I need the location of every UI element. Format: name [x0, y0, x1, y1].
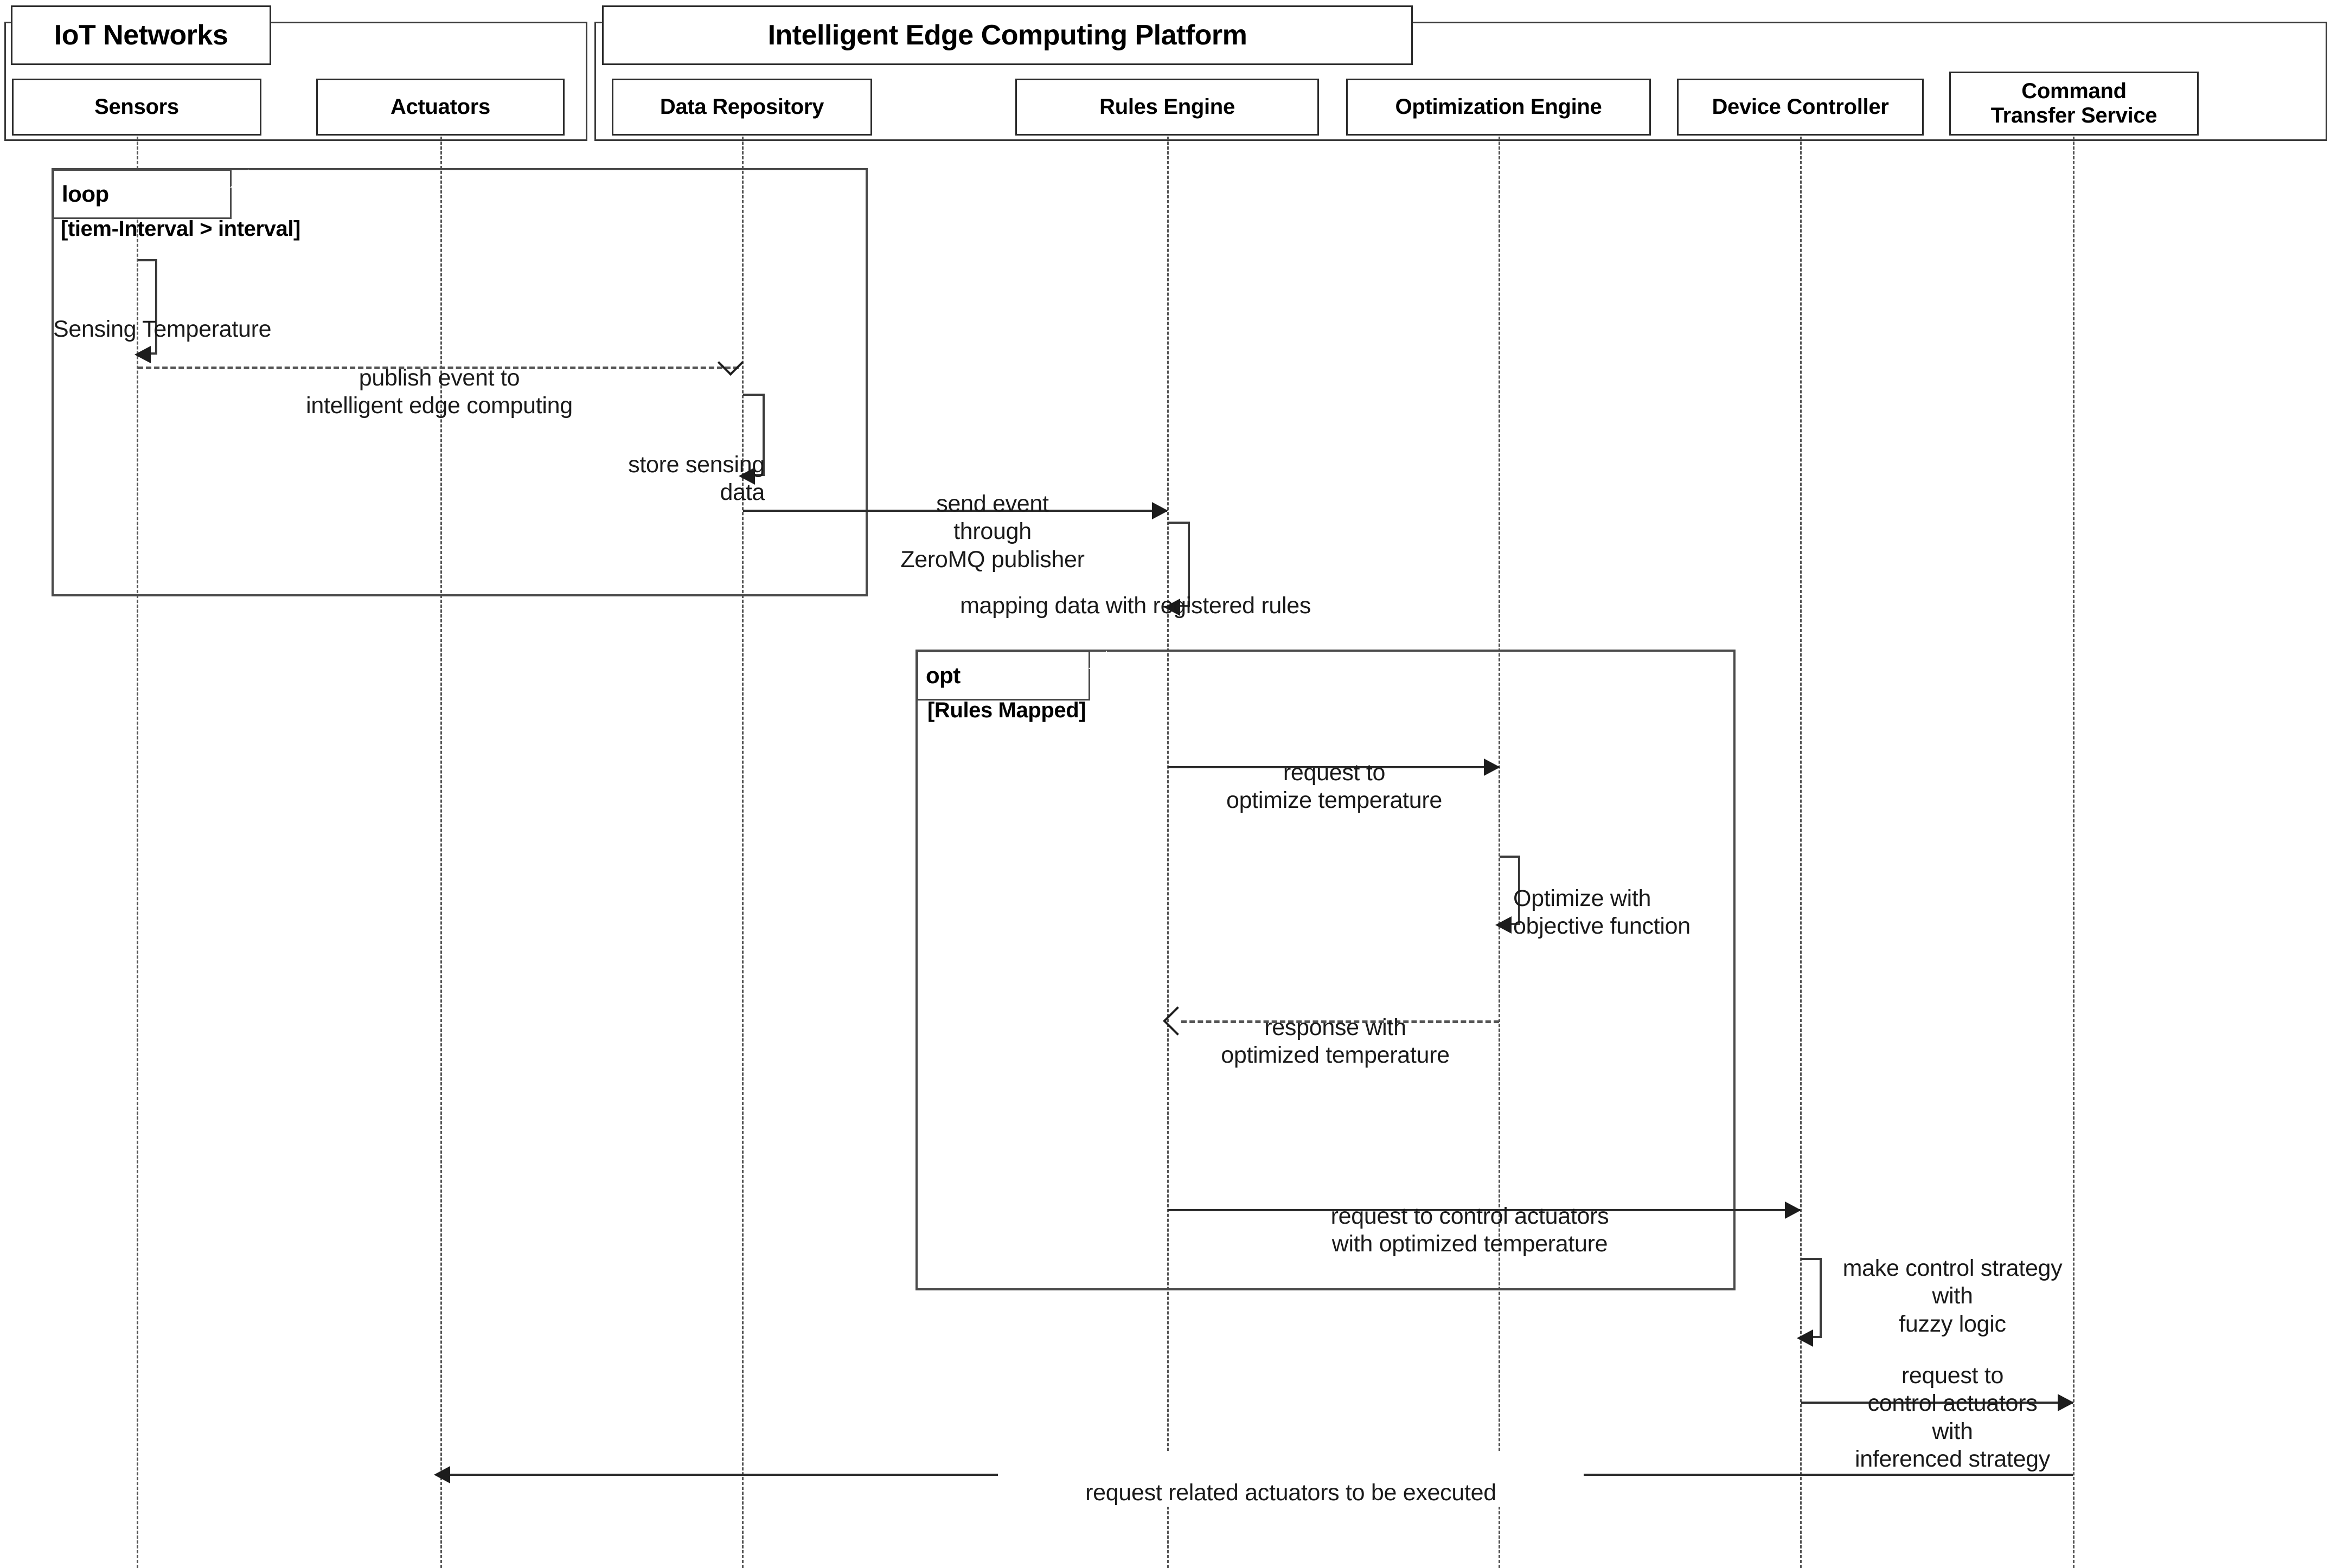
participant-label-rules-engine: Rules Engine — [1099, 95, 1235, 119]
message-request-inferenced-strategy-line — [1801, 1402, 2073, 1404]
group-title-edge-platform: Intelligent Edge Computing Platform — [602, 5, 1413, 65]
participant-label-optimization-engine: Optimization Engine — [1395, 95, 1602, 119]
message-request-control-actuators-arrowhead — [1785, 1201, 1801, 1219]
participant-actuators[interactable]: Actuators — [316, 79, 565, 136]
message-mapping-data-arrowhead — [1164, 599, 1180, 616]
message-send-event-label: send event through ZeroMQ publisher — [900, 490, 1085, 573]
message-response-optimized-line — [1181, 1020, 1499, 1023]
participant-device-controller[interactable]: Device Controller — [1677, 79, 1924, 136]
participant-label-sensors: Sensors — [94, 95, 179, 119]
lifeline-optimization-engine — [1499, 137, 1500, 1568]
message-send-event-line — [743, 510, 1167, 512]
message-sensing-temperature-arrowhead — [135, 346, 151, 363]
participant-optimization-engine[interactable]: Optimization Engine — [1346, 79, 1651, 136]
message-publish-event-line — [138, 367, 739, 369]
message-response-optimized-label: response with optimized temperature — [1221, 1014, 1450, 1069]
message-send-event-arrowhead — [1152, 502, 1168, 519]
loop-fragment-operator-label: loop — [53, 169, 248, 219]
opt-fragment-guard: [Rules Mapped] — [927, 698, 1086, 723]
loop-fragment-guard: [tiem-Interval > interval] — [61, 217, 300, 241]
message-store-sensing-data-arrowhead — [739, 467, 755, 485]
message-request-optimize-label: request to optimize temperature — [1226, 759, 1442, 814]
message-request-related-actuators-label: request related actuators to be executed — [998, 1451, 1584, 1507]
participant-sensors[interactable]: Sensors — [12, 79, 261, 136]
opt-guard-text: [Rules Mapped] — [927, 698, 1086, 722]
opt-operator-text: opt — [926, 663, 961, 688]
message-mapping-data-label: mapping data with registered rules — [960, 592, 1311, 619]
message-request-control-actuators-label: request to control actuators with optimi… — [1330, 1203, 1609, 1257]
lifeline-data-repository — [742, 137, 744, 1568]
opt-fragment-operator-label: opt — [917, 651, 1107, 701]
message-request-control-actuators-line — [1168, 1209, 1800, 1211]
participant-label-data-repository: Data Repository — [660, 95, 824, 119]
loop-guard-text: [tiem-Interval > interval] — [61, 217, 300, 241]
loop-operator-text: loop — [62, 181, 109, 207]
lifeline-device-controller — [1800, 137, 1802, 1568]
message-request-optimize-line — [1168, 766, 1499, 768]
lifeline-actuators — [440, 137, 442, 1568]
message-store-sensing-data-label: store sensing data — [628, 451, 765, 506]
message-publish-event-label: publish event to intelligent edge comput… — [306, 364, 573, 419]
message-sensing-temperature-label: Sensing Temperature — [53, 316, 272, 342]
participant-rules-engine[interactable]: Rules Engine — [1015, 79, 1319, 136]
message-optimize-objective-label: Optimize with objective function — [1513, 885, 1691, 940]
message-make-control-strategy-label: make control strategy with fuzzy logic — [1842, 1255, 2063, 1337]
message-request-inferenced-strategy-label: request to control actuators with infere… — [1854, 1362, 2050, 1473]
participant-label-actuators: Actuators — [390, 95, 490, 119]
opt-fragment — [915, 650, 1736, 1290]
participant-label-command-transfer: Command Transfer Service — [1990, 79, 2157, 127]
participant-command-transfer[interactable]: Command Transfer Service — [1949, 72, 2199, 136]
lifeline-command-transfer — [2073, 137, 2075, 1568]
message-optimize-objective-arrowhead — [1495, 916, 1512, 934]
group-title-iot-networks: IoT Networks — [11, 5, 271, 65]
lifeline-sensors — [137, 137, 138, 1568]
participant-label-device-controller: Device Controller — [1712, 95, 1889, 119]
loop-fragment — [52, 168, 868, 596]
group-title-label-edge-platform: Intelligent Edge Computing Platform — [767, 20, 1247, 51]
message-request-optimize-arrowhead — [1484, 759, 1500, 776]
message-request-inferenced-strategy-arrowhead — [2058, 1394, 2074, 1411]
message-make-control-strategy-arrowhead — [1797, 1329, 1813, 1347]
participant-data-repository[interactable]: Data Repository — [612, 79, 872, 136]
lifeline-rules-engine — [1167, 137, 1169, 1568]
message-request-related-actuators-arrowhead — [434, 1466, 450, 1483]
group-title-label-iot-networks: IoT Networks — [54, 20, 228, 51]
